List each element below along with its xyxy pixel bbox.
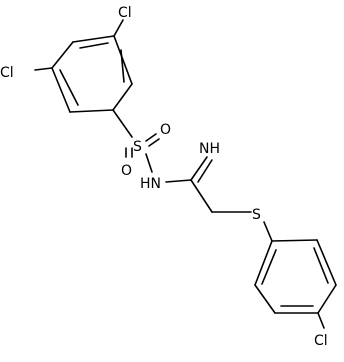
bond-thio-s-ring2 — [263, 221, 273, 242]
ring1-bond-d — [51, 67, 71, 113]
bond-amidine-c-ch2 — [190, 179, 213, 213]
atom-nh-imine: NH — [199, 141, 220, 157]
bond-ring1-cl-top — [113, 19, 124, 37]
ring2-double-a — [261, 249, 277, 285]
ring1-bond-e — [51, 41, 74, 69]
ring1-bond-a — [113, 35, 133, 85]
bond-s-o-right-2 — [148, 138, 160, 147]
ring2-bond-b — [316, 239, 337, 286]
atom-s-sulfonyl: S — [133, 139, 142, 155]
ring1-double-c — [79, 42, 109, 49]
ring2-bond-c — [317, 284, 337, 314]
ring2-bond-f — [254, 240, 273, 286]
bond-amidine-c-n-1 — [190, 156, 208, 181]
bond-ring1-cl-left — [34, 67, 53, 71]
atom-o-right: O — [160, 122, 171, 138]
bond-amidine-c-n-2 — [197, 159, 213, 183]
bond-nh-amidine-c — [165, 179, 192, 183]
bond-s-o-right-1 — [145, 133, 157, 142]
ring2-bond-e — [254, 284, 276, 314]
bond-ring1-sulfonyl — [112, 109, 133, 138]
bond-sulfonyl-nh — [145, 153, 153, 173]
ring2-double-b — [313, 247, 329, 284]
atom-cl-left: Cl — [0, 65, 14, 81]
bond-ring2-cl-bottom — [317, 312, 325, 329]
atom-cl-top: Cl — [118, 5, 132, 21]
ring1-double-a — [120, 49, 125, 83]
ring1-bond-c — [69, 109, 114, 113]
ring2-bond-a — [271, 239, 318, 242]
atom-o-left: O — [121, 163, 132, 179]
ring1-bond-f — [72, 35, 115, 43]
ring1-double-b — [59, 69, 79, 106]
chlorophenyl-ring — [254, 239, 337, 314]
atom-s-thio: S — [252, 207, 261, 223]
atom-nh-amide: HN — [140, 176, 161, 192]
atom-cl-bottom: Cl — [314, 333, 328, 349]
dichlorophenyl-ring — [51, 35, 133, 113]
ring1-bond-b — [112, 83, 133, 111]
